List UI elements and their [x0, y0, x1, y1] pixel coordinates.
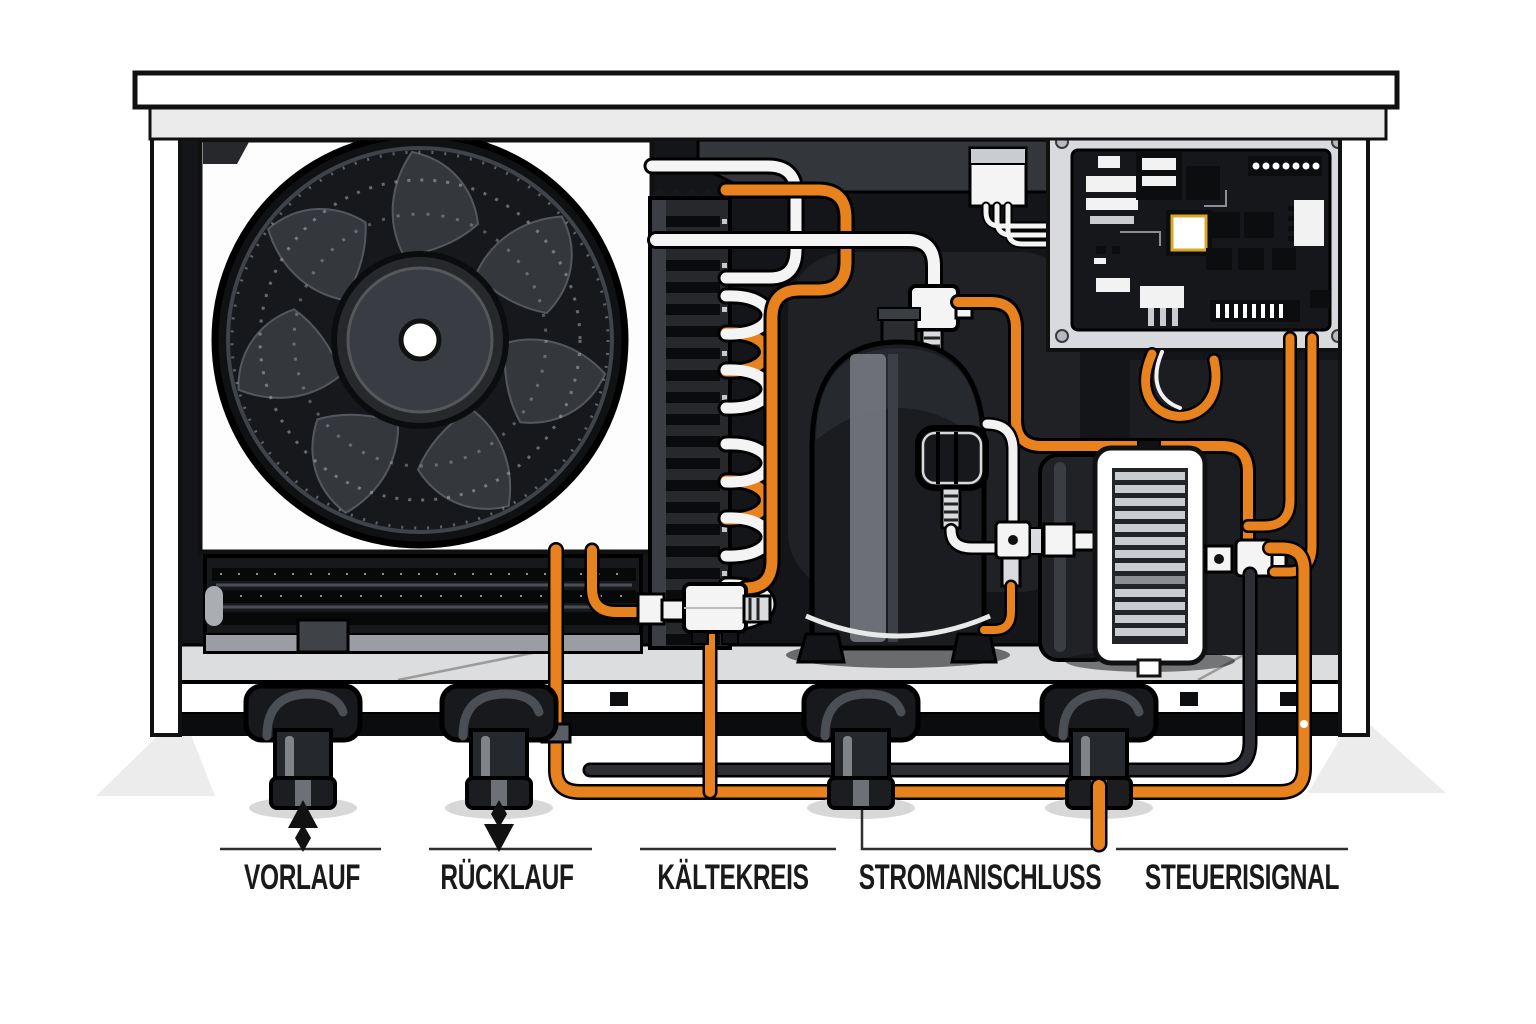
discharge-line [950, 294, 1256, 553]
fan-assembly [197, 131, 655, 555]
port-shadows [249, 797, 1153, 819]
pcb-components [1086, 152, 1330, 326]
leader-bracket-stromanschluss [860, 810, 1094, 851]
label-vorlauf: VORLAUF [244, 858, 360, 897]
service-valve [915, 425, 1003, 555]
label-kaeltekreis: KÄLTEKREIS [657, 858, 809, 897]
evaporator-coil [648, 188, 732, 650]
leader-lines [220, 810, 1348, 851]
refrigerant-bottom-run [548, 540, 1312, 800]
label-stromanschluss: STROMANISCHLUSS [858, 858, 1102, 897]
fan [211, 131, 629, 549]
up-arrow-icon [288, 800, 318, 852]
power-cable [582, 566, 1258, 778]
base-vent-squares [610, 692, 1298, 706]
gold-chip [1170, 214, 1208, 252]
water-port-vorlauf [246, 686, 360, 808]
cabinet-frame [132, 70, 1400, 737]
hx-left-fitting [977, 417, 1100, 637]
compressor [786, 307, 1010, 668]
refrigerant-lines-left [643, 157, 855, 597]
expansion-valve [636, 582, 772, 645]
water-port-ruecklauf [442, 686, 556, 808]
flow-arrows [288, 800, 514, 852]
control-board [1046, 126, 1354, 352]
label-ruecklauf: RÜCKLAUF [440, 858, 574, 897]
suction-pipe [647, 231, 943, 301]
down-arrow-icon [484, 800, 514, 852]
label-steuersignal: STEUERISIGNAL [1144, 858, 1340, 897]
terminal-box [968, 146, 1053, 249]
plate-heat-exchanger [1065, 439, 1235, 678]
horizontal-coil [203, 554, 643, 654]
